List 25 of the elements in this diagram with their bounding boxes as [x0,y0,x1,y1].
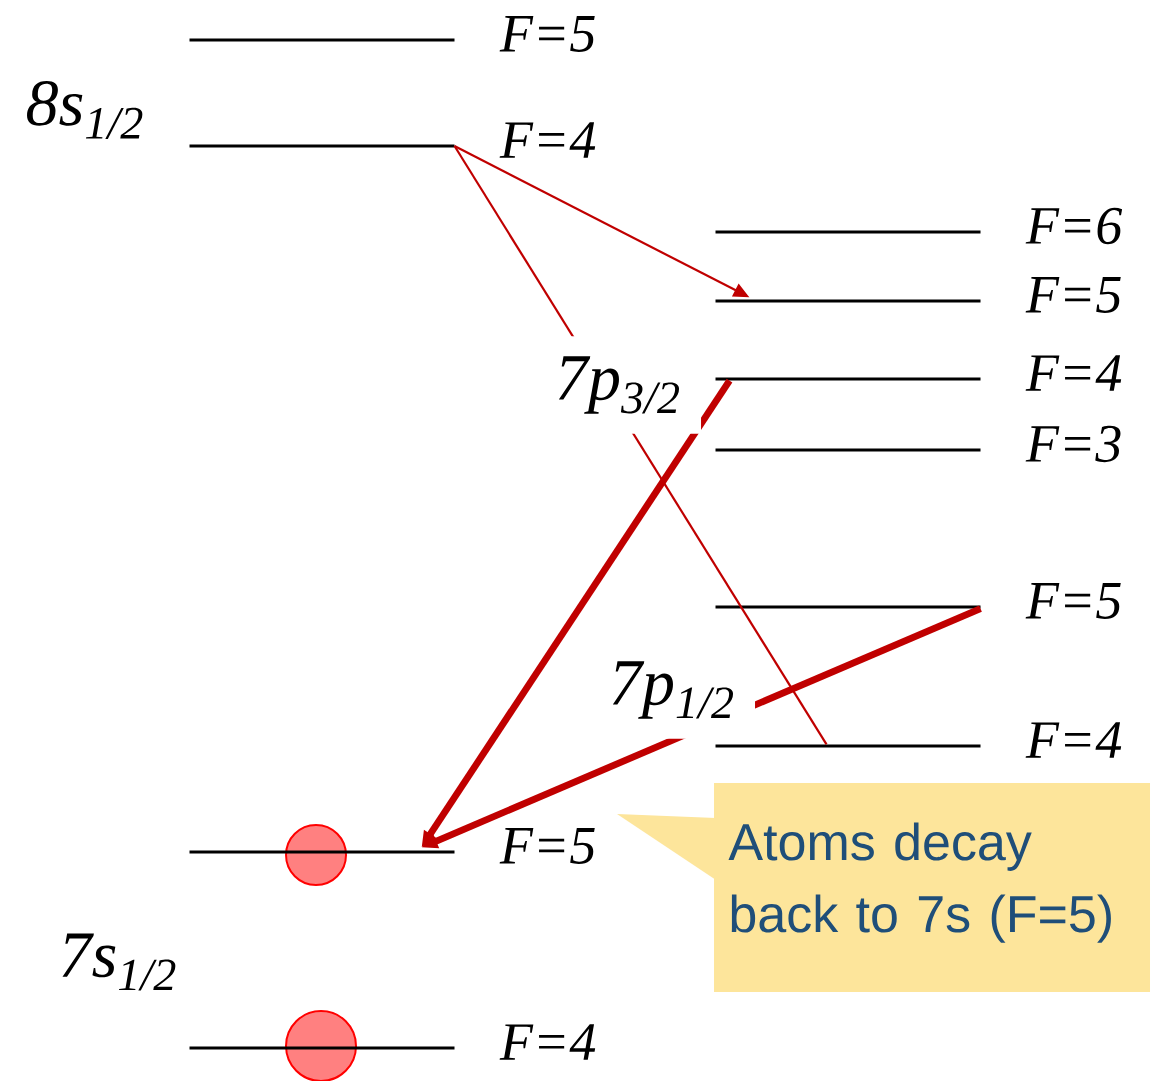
level-label: F=4 [1025,722,1122,758]
state-label: 7p$_{3/2}$ [535,336,702,434]
energy-level [715,744,981,748]
callout-box: Atoms decay back to 7s (F=5) [617,783,1150,992]
energy-level [189,38,455,42]
level-label: F=5 [1025,277,1121,313]
state-label: 7p$_{1/2}$ [589,641,756,739]
level-label: F=5 [499,16,595,52]
energy-level [715,377,981,381]
energy-level [715,230,981,234]
state-label: 7s$_{1/2}$ [54,929,182,995]
energy-level [189,1046,455,1050]
energy-level [189,144,455,148]
level-label: F=6 [1025,207,1123,245]
energy-level [715,299,981,303]
energy-level [715,448,981,452]
energy-level [189,850,455,854]
level-label: F=4 [499,122,596,158]
level-label: F=3 [1025,425,1121,463]
level-label: F=5 [499,828,595,864]
level-label: F=5 [1025,583,1121,619]
level-label: F=4 [1025,355,1122,391]
energy-level [715,605,981,609]
level-label: F=4 [499,1024,596,1060]
state-label: 8s$_{1/2}$ [21,77,149,143]
